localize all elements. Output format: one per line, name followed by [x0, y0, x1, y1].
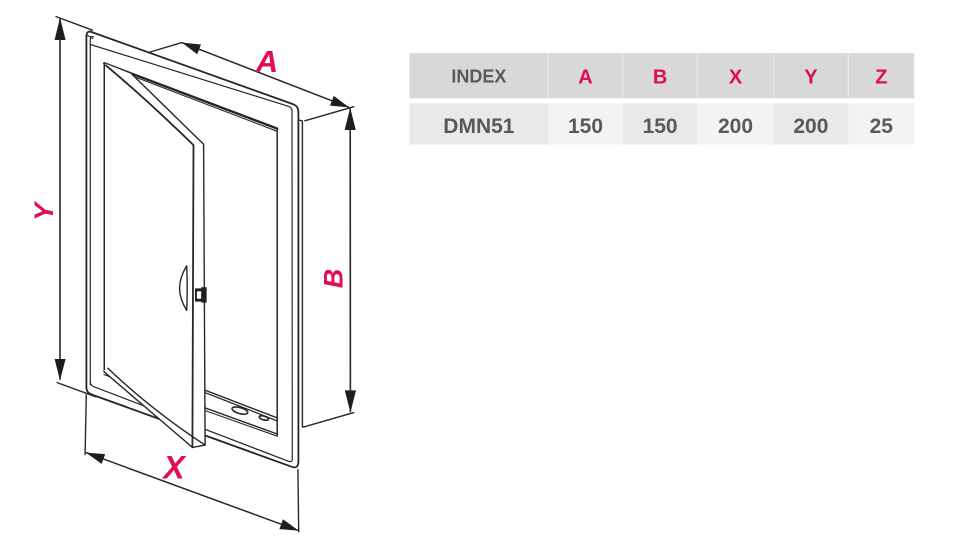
svg-text:200: 200 — [793, 115, 828, 138]
svg-text:150: 150 — [568, 115, 603, 138]
svg-text:DMN51: DMN51 — [443, 115, 515, 138]
svg-text:A: A — [578, 66, 592, 88]
svg-text:B: B — [653, 66, 667, 88]
svg-text:Y: Y — [29, 200, 59, 221]
svg-text:Y: Y — [804, 66, 818, 88]
svg-text:B: B — [319, 269, 349, 289]
svg-text:150: 150 — [643, 115, 678, 138]
svg-text:A: A — [255, 44, 278, 79]
svg-text:X: X — [161, 450, 186, 486]
svg-text:200: 200 — [718, 115, 753, 138]
svg-text:25: 25 — [870, 115, 894, 138]
svg-text:INDEX: INDEX — [451, 67, 506, 87]
svg-text:X: X — [729, 66, 743, 88]
svg-text:Z: Z — [875, 66, 887, 88]
